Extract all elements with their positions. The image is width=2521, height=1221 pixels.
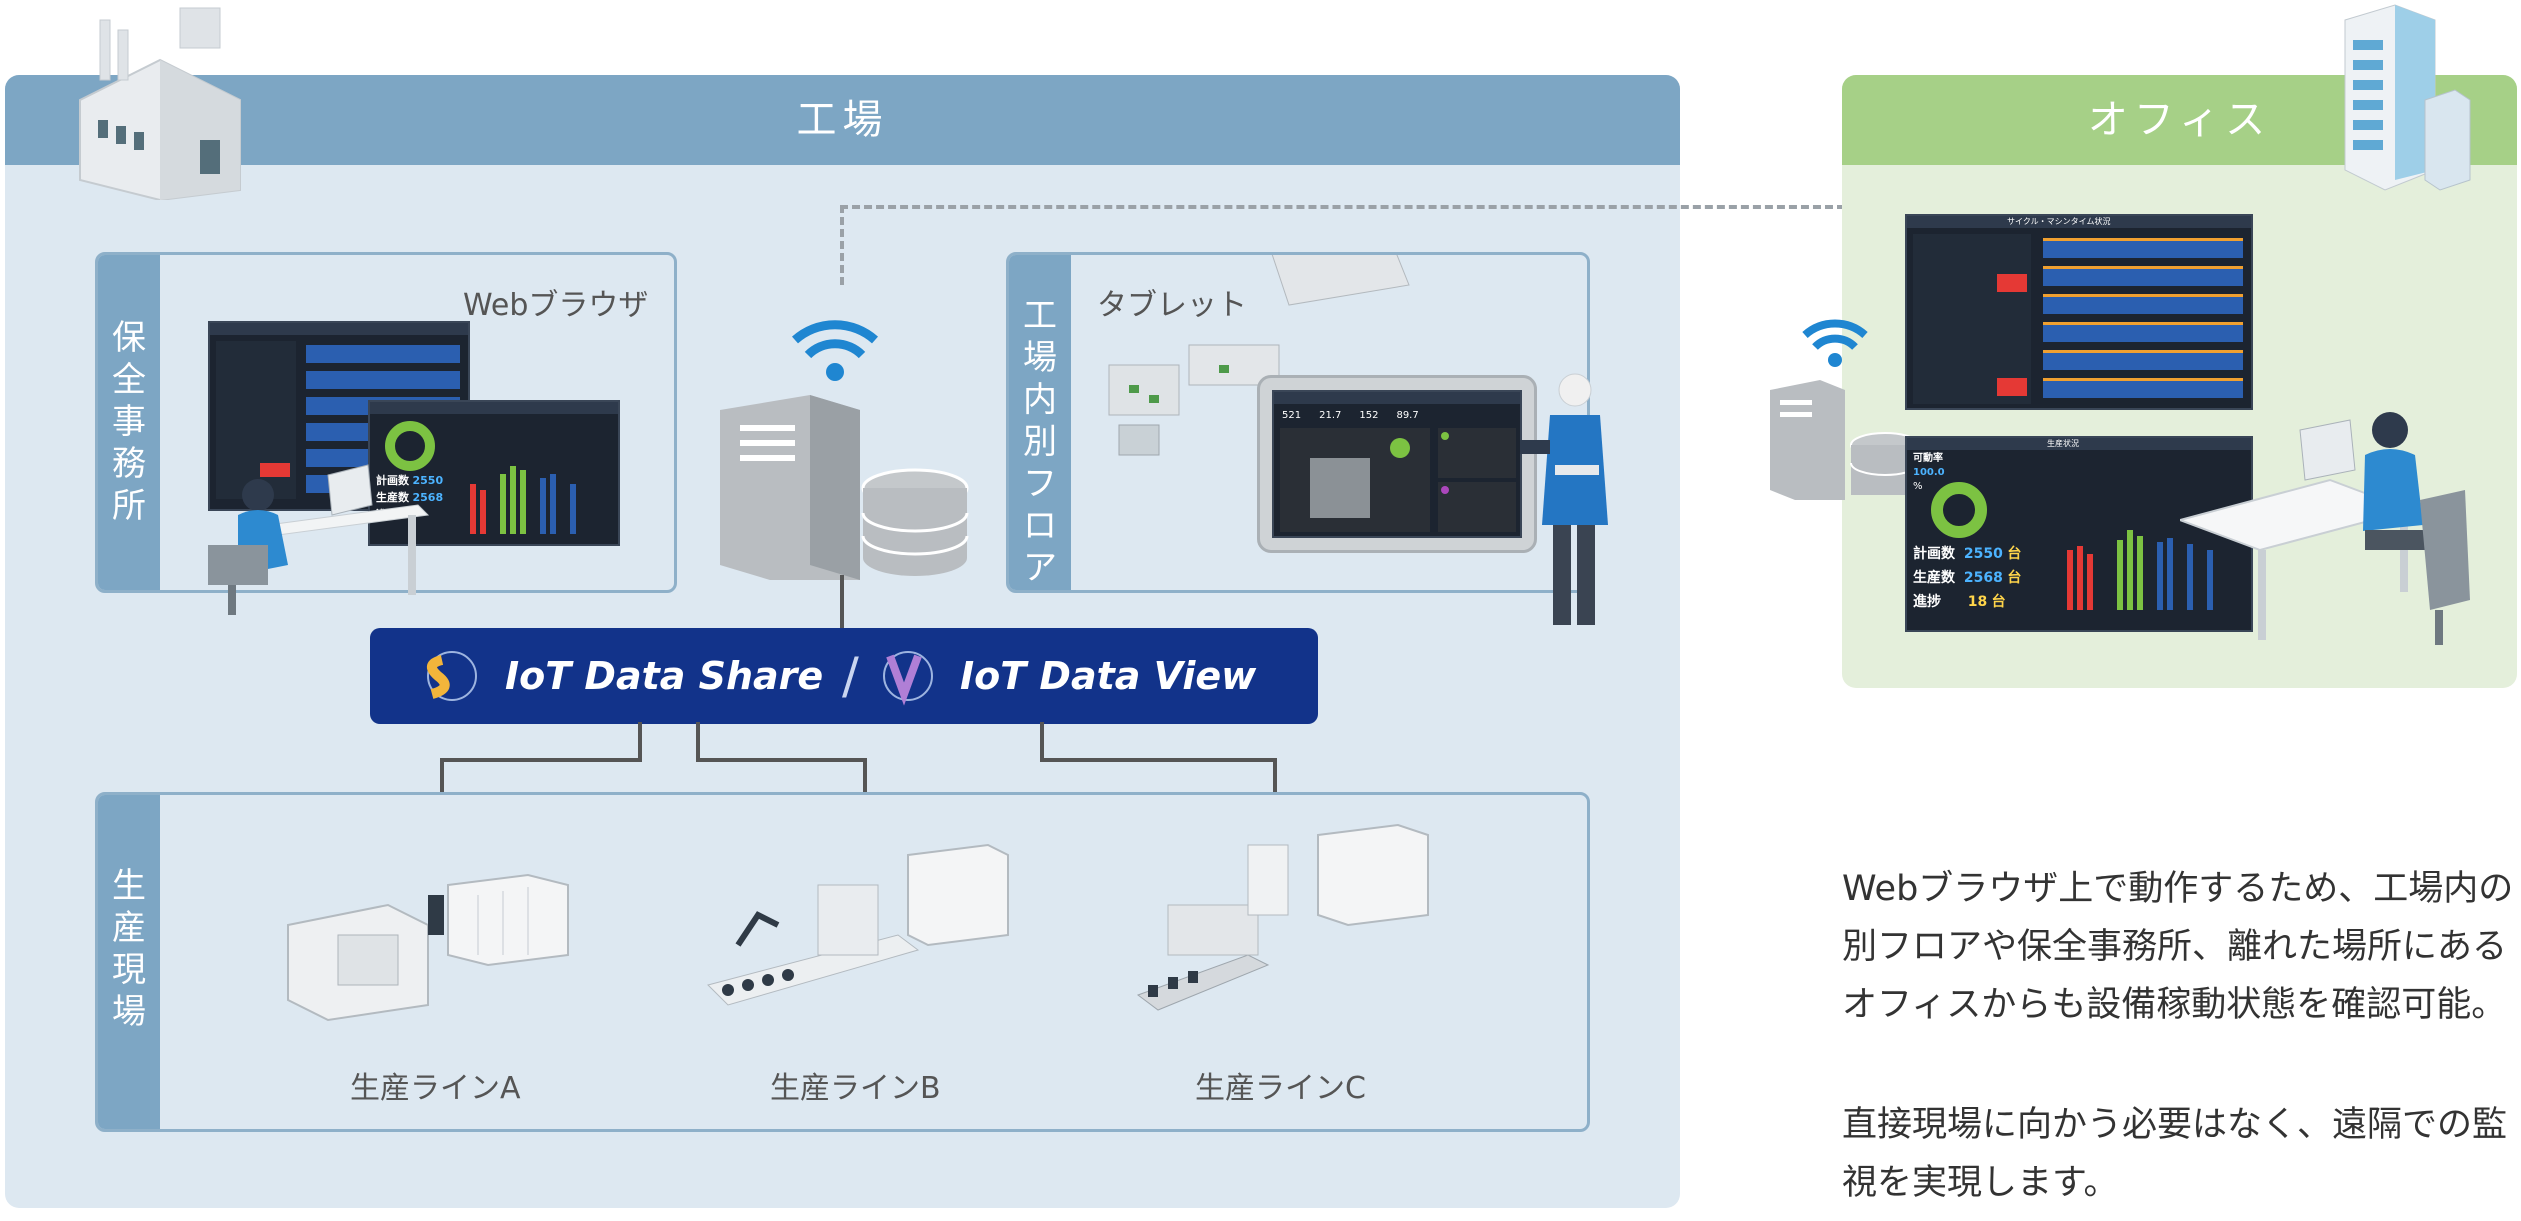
tablet-readout-3: 152	[1359, 410, 1379, 421]
production-line-b-label: 生産ラインB	[770, 1071, 941, 1106]
production-stats: 計画数 2550 台 生産数 2568 台 進捗 18 台	[1913, 542, 2021, 614]
separate-floor-label: 工場内別フロア	[1009, 255, 1071, 590]
maintenance-office-box: 保全事務所 Webブラウザ 計画数 2550 生産数 2568 進捗 18	[95, 252, 677, 615]
description-line: 直接現場に向かう必要はなく、遠隔での監	[1842, 1105, 2508, 1145]
description-paragraph-1: Webブラウザ上で動作するため、工場内の 別フロアや保全事務所、離れた場所にある…	[1842, 860, 2513, 1034]
separate-floor-box: 工場内別フロア タブレット 521 21.7 152 89.7	[1006, 252, 1590, 593]
tablet-device: 521 21.7 152 89.7	[1257, 375, 1537, 553]
dashed-link-vertical	[840, 205, 844, 285]
plan-label-small: 計画数	[376, 474, 409, 487]
tablet-readouts: 521 21.7 152 89.7	[1282, 410, 1419, 421]
availability-label: 可動率	[1913, 453, 1943, 464]
separate-floor-text: 工場内別フロア	[1023, 296, 1057, 588]
production-line-a-label: 生産ラインA	[350, 1071, 521, 1106]
office-building-icon	[2344, 4, 2471, 191]
factory-machines-icon	[1108, 255, 1410, 456]
prod-label: 生産数	[1913, 570, 1955, 586]
prod-label-small: 生産数	[376, 491, 409, 504]
office-dashboard-production: 生産状況 可動率 100.0 % 計画数 2550 台 生産数 2568 台 進…	[1905, 436, 2253, 632]
prod-value: 2568	[1963, 570, 2003, 586]
production-line-c-label: 生産ラインC	[1195, 1071, 1366, 1106]
browser-label: Webブラウザ	[463, 288, 649, 323]
iot-data-share-label: IoT Data Share	[505, 654, 824, 698]
production-line-c-machines	[1136, 823, 1429, 1011]
dashed-link-horizontal	[840, 205, 1845, 209]
description-line: Webブラウザ上で動作するため、工場内の	[1842, 869, 2514, 909]
progress-label: 進捗	[1913, 594, 1941, 610]
office-wifi-icon	[1802, 319, 1868, 367]
tablet-screen: 521 21.7 152 89.7	[1272, 390, 1522, 538]
plan-value-small: 2550	[412, 474, 444, 487]
data-view-logo-icon	[883, 651, 933, 706]
description-line: 視を実現します。	[1842, 1163, 2119, 1203]
tablet-readout-4: 89.7	[1396, 410, 1419, 421]
prod-unit: 台	[2007, 570, 2022, 586]
plan-unit: 台	[2007, 546, 2022, 562]
maintenance-office-label: 保全事務所	[98, 255, 160, 590]
banner-separator: /	[842, 647, 859, 705]
description-line: オフィスからも設備稼動状態を確認可能。	[1842, 985, 2507, 1025]
iot-banner: IoT Data Share / IoT Data View	[370, 628, 1318, 724]
tablet-label: タブレット	[1097, 288, 1247, 323]
server-banner-connector	[840, 575, 844, 630]
production-line-a-machines	[287, 873, 569, 1022]
maintenance-office-text: 保全事務所	[112, 318, 146, 526]
production-title: 生産状況	[2047, 439, 2079, 448]
iot-data-view-label: IoT Data View	[960, 654, 1257, 698]
description-line: 別フロアや保全事務所、離れた場所にある	[1842, 927, 2508, 967]
production-site-label: 生産現場	[98, 795, 160, 1129]
data-share-logo-icon	[427, 651, 477, 701]
plan-value: 2550	[1963, 546, 2003, 562]
production-site-text: 生産現場	[112, 866, 146, 1032]
prod-value-small: 2568	[412, 491, 444, 504]
office-title: オフィス	[2087, 97, 2272, 143]
availability-value: 100.0	[1913, 467, 1945, 478]
production-line-b-machines	[707, 843, 1009, 1006]
standing-worker-icon	[1520, 373, 1608, 625]
factory-header: 工場	[5, 75, 1680, 165]
office-server-icon	[1770, 319, 1920, 500]
production-site-box: 生産現場 生産ラインA 生産ラインB 生産ラインC	[95, 792, 1590, 1132]
factory-title: 工場	[796, 97, 889, 143]
office-dashboard-cycle: サイクル・マシンタイム状況	[1905, 214, 2253, 410]
availability-block: 可動率 100.0 %	[1913, 452, 1945, 494]
cycle-title: サイクル・マシンタイム状況	[2007, 217, 2111, 226]
progress-value: 18	[1967, 594, 1988, 610]
plan-label: 計画数	[1913, 546, 1955, 562]
tablet-readout-1: 521	[1282, 410, 1302, 421]
description-paragraph-2: 直接現場に向かう必要はなく、遠隔での監 視を実現します。	[1842, 1096, 2507, 1212]
office-desk-worker-icon	[2180, 412, 2470, 645]
server-wifi-icon	[792, 320, 878, 381]
progress-unit: 台	[1991, 594, 2006, 610]
availability-percent: %	[1913, 481, 1923, 492]
factory-building-icon	[79, 7, 241, 200]
office-worker-icon	[208, 464, 430, 615]
server-icon	[720, 320, 969, 580]
tablet-readout-2: 21.7	[1319, 410, 1342, 421]
